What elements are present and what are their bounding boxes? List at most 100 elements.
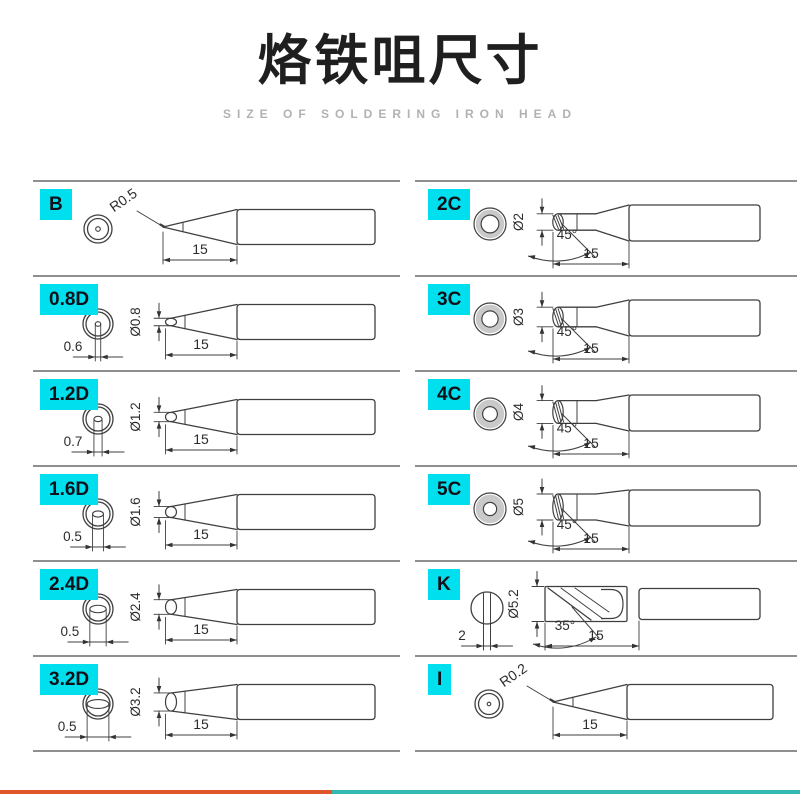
dimension-arrow (490, 643, 498, 649)
dimension-arrow (103, 544, 111, 550)
dimension-arrow (528, 540, 536, 545)
dimension-arrow (88, 354, 96, 360)
dimension-arrow (156, 517, 162, 525)
dimension-arrow (528, 350, 536, 355)
dimension-arrow (583, 537, 591, 543)
dimension-arrow (539, 230, 545, 238)
diagram-line (552, 214, 559, 230)
tip-face-ellipse (552, 400, 564, 424)
dimension-arrow (108, 734, 116, 740)
angle-arc (527, 251, 592, 262)
dimension-arrow (165, 542, 173, 548)
dimension-arrow (165, 352, 173, 358)
diagram-line (555, 494, 562, 520)
dimension-arrow (230, 637, 237, 643)
tip-type-label: 2.4D (40, 569, 99, 600)
dimension-arrow (539, 520, 545, 527)
tip-body (236, 303, 376, 341)
diagram-line (162, 208, 238, 228)
front-view-circle (481, 405, 498, 422)
diagram-line (561, 413, 596, 448)
front-view-circle (86, 217, 110, 241)
dimension-arrow (86, 449, 94, 455)
dimension-arrow (230, 732, 237, 738)
tip-face-ellipse (552, 213, 564, 231)
tip-radius-label: R0.5 (106, 185, 140, 215)
diagram-line (557, 401, 565, 423)
grid-bottom-divider-left (33, 750, 400, 752)
tip-radius-label: R0.2 (496, 660, 530, 690)
diameter-label: Ø1.2 (128, 402, 143, 431)
angle-label: 45° (557, 517, 577, 532)
dimension-arrow (583, 442, 591, 448)
dimension-arrow (230, 542, 237, 548)
front-view-circle (470, 591, 504, 625)
diagram-line (595, 299, 630, 308)
dimension-arrow (165, 447, 173, 453)
tip-width-label: 0.6 (64, 339, 83, 354)
page-header: 烙铁咀尺寸 SIZE OF SOLDERING IRON HEAD (0, 16, 800, 121)
tip-body (236, 588, 376, 626)
tip-body (236, 398, 376, 436)
diameter-label: Ø3 (511, 308, 526, 326)
tip-face-ellipse (94, 321, 102, 327)
page-title: 烙铁咀尺寸 (257, 31, 543, 91)
diameter-label: Ø2.4 (128, 592, 143, 622)
diameter-label: Ø4 (511, 403, 526, 422)
dimension-arrow (545, 643, 552, 649)
dimension-arrow (163, 257, 170, 263)
front-view-circle (474, 689, 504, 719)
front-view-circle (473, 397, 507, 431)
diameter-label: Ø5.2 (506, 589, 521, 618)
tip-face-ellipse (89, 604, 107, 614)
front-view-circle (95, 226, 101, 232)
front-view-circle (481, 310, 499, 328)
front-view-circle (477, 692, 501, 716)
tip-type-label: 1.2D (40, 379, 99, 410)
front-view-circle (85, 311, 111, 337)
dimension-arrow (553, 546, 560, 552)
diagram-line (557, 308, 565, 326)
length-label: 15 (193, 621, 209, 637)
tip-type-label: 3.2D (40, 664, 99, 695)
tip-width-label: 0.5 (60, 624, 79, 639)
diagram-line (555, 214, 562, 230)
dimension-arrow (80, 734, 88, 740)
dimension-arrow (230, 257, 237, 263)
tip-width-label: 2 (458, 628, 466, 643)
dimension-arrow (156, 614, 162, 622)
dimension-arrow (165, 732, 173, 738)
tip-body (626, 683, 774, 721)
tip-cell-2.4D: 2.4D 0.5 Ø2.4 15 (33, 560, 400, 655)
tip-body (628, 204, 761, 242)
diagram-line (136, 210, 163, 227)
dimension-arrow (156, 499, 162, 507)
angle-label: 45° (557, 324, 577, 339)
tip-width-label: 0.5 (58, 719, 77, 734)
bottom-accent-teal (332, 790, 800, 794)
dimension-arrow (539, 423, 545, 431)
diameter-label: Ø1.6 (128, 497, 143, 526)
diagram-line (170, 613, 238, 626)
diagram-line (162, 226, 238, 246)
front-view-circle (473, 302, 507, 336)
tip-face-ellipse (164, 317, 178, 327)
diagram-line (571, 606, 600, 639)
dimension-arrow (583, 347, 591, 353)
front-view-circle (480, 214, 500, 234)
front-view-circle (85, 406, 111, 432)
front-view-circle (475, 399, 505, 429)
diagram-line (170, 493, 238, 508)
angle-arc (601, 588, 624, 620)
diagram-line (560, 587, 604, 620)
tip-type-label: K (428, 569, 460, 600)
diameter-label: Ø3.2 (128, 687, 143, 716)
tip-width-label: 0.5 (63, 529, 82, 544)
dimension-arrow (102, 449, 110, 455)
